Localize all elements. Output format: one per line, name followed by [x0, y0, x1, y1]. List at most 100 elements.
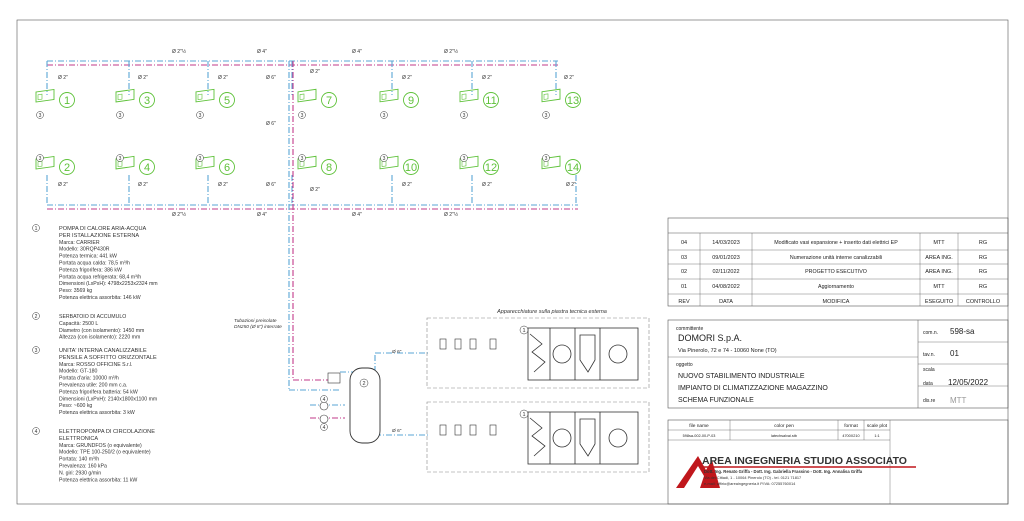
indoor-unit: 12 3 — [459, 154, 499, 175]
indoor-unit: 143 — [541, 154, 581, 175]
scale-header: scale plot — [867, 423, 888, 429]
plant-callout-4a: 4 — [323, 397, 326, 403]
unit-number-circle — [403, 92, 419, 108]
unit-callout-circle — [542, 154, 550, 162]
dia-label: Ø 2" — [58, 182, 68, 188]
heat-pump-area-1 — [426, 317, 650, 389]
rev-cell-rev: 04 — [681, 240, 687, 246]
dia-label: Ø 2" — [482, 75, 492, 81]
legend-number-circle — [32, 312, 40, 320]
pump-1 — [319, 401, 329, 411]
unit-number-circle — [483, 92, 499, 108]
plant-callout-1a: 1 — [522, 328, 525, 334]
dia-label: Ø 2"½ — [444, 211, 459, 218]
unit-callout: 3 — [383, 113, 386, 119]
legend-number-circle — [32, 427, 40, 435]
legend-line: Potenza termica: 441 kW — [59, 254, 117, 260]
unit-number: 8 — [326, 162, 332, 174]
legend-line: Dimensioni (LxPxH): 2140x1800x1100 mm — [59, 396, 157, 402]
unit-number-circle — [59, 92, 75, 108]
rev-cell-date: 04/08/2022 — [712, 284, 740, 290]
unit-number-circle — [321, 159, 337, 175]
unit-callout: 3 — [39, 113, 42, 119]
unit-number: 1 — [64, 95, 70, 107]
unit-number: 13 — [567, 95, 579, 107]
rev-cell-by: MTT — [933, 284, 945, 290]
unit-number-circle — [403, 159, 419, 175]
unit-number: 9 — [408, 95, 414, 107]
legend-number: 4 — [35, 429, 38, 435]
tav-value: 01 — [950, 349, 959, 358]
legend-line: Prevalenza utile: 200 mm c.a. — [59, 383, 127, 389]
rev-cell-check: RG — [979, 269, 987, 275]
unit-callout-circle — [116, 111, 124, 119]
legend-line: Peso: ~600 kg — [59, 403, 92, 409]
legend-line: ELETTRONICA — [59, 436, 98, 442]
legend-line: Potenza elettrica assorbita: 3 kW — [59, 410, 135, 416]
file-info-block: file name color pen format scale plot 59… — [667, 419, 1009, 505]
unit-number-circle — [565, 159, 581, 175]
sheet-border — [16, 19, 1009, 505]
legend-line: Diametro (con isolamento): 1450 mm — [59, 328, 144, 334]
unit-callout-circle — [542, 111, 550, 119]
dia-label: Ø 2"½ — [444, 48, 459, 55]
legend-line: Portata acqua refrigerata: 68,4 m³/h — [59, 274, 141, 280]
data-value: 12/05/2022 — [948, 378, 989, 387]
file-header: file name — [689, 423, 709, 429]
unit-number: 6 — [224, 162, 230, 174]
unit-callout: 3 — [545, 113, 548, 119]
legend-line: Portata d'aria: 10000 m³/h — [59, 376, 119, 382]
unit-number: 11 — [485, 95, 496, 107]
unit-callout-circle — [36, 111, 44, 119]
plant-callout-1b: 1 — [522, 412, 525, 418]
company-email: e-mail: uffirio@areaingegneria.it P.IVA:… — [704, 481, 796, 486]
legend-line: Modello: 30RQP430R — [59, 247, 110, 253]
unit-number: 12 — [485, 162, 497, 174]
committente-label: committente — [676, 326, 703, 332]
rev-header-desc: MODIFICA — [823, 299, 850, 305]
client-name: DOMORI S.p.A. — [678, 333, 742, 343]
unit-number-circle — [483, 159, 499, 175]
unit-callout: 3 — [39, 156, 42, 162]
company-partners: Dott. Ing. Renato Griffa - Dott. Ing. Ga… — [704, 469, 863, 474]
dia-label: Ø 4" — [352, 49, 362, 55]
legend-number-circle — [32, 346, 40, 354]
indoor-unit: 63 — [195, 154, 235, 175]
legend-line: Potenza elettrica assorbita: 146 kW — [59, 295, 141, 301]
plant-title: Apparecchiature sulla piastra tecnica es… — [496, 309, 607, 315]
oggetto-label: oggetto — [676, 362, 693, 368]
rev-cell-check: RG — [979, 255, 987, 261]
rev-cell-check: RG — [979, 284, 987, 290]
unit-callout: 3 — [463, 156, 466, 162]
pipe-note-line-2: DN250 (Ø 8") interrate — [234, 324, 282, 330]
piping-network — [46, 60, 578, 436]
pipe-note-line-1: Tubazioni preisolate — [234, 318, 277, 324]
dia-label: Ø 2" — [310, 187, 320, 193]
company-name: AREA INGEGNERIA STUDIO ASSOCIATO — [702, 455, 907, 467]
legend-line: UNITA' INTERNA CANALIZZABILE — [59, 348, 147, 354]
title-block: committente DOMORI S.p.A. Via Pinerolo, … — [667, 319, 1009, 409]
plant-diameter-bottom: Ø 6" — [392, 428, 402, 434]
format-value: 4700X210 — [842, 434, 859, 438]
dia-label: Ø 2"½ — [172, 211, 187, 218]
unit-callout: 3 — [199, 113, 202, 119]
unit-callout-circle — [298, 111, 306, 119]
indoor-unit: 83 — [297, 154, 337, 175]
legend-line: Marca: CARRIER — [59, 240, 100, 246]
unit-callout-circle — [460, 154, 468, 162]
legend-line: SERBATOIO DI ACCUMULO — [59, 314, 126, 320]
dia-label: Ø 2" — [564, 75, 574, 81]
legend-line: Portata: 140 m³/h — [59, 457, 99, 463]
unit-number-circle — [139, 92, 155, 108]
unit-callout-circle — [298, 154, 306, 162]
legend-number: 3 — [35, 348, 38, 354]
dia-label: Ø 2" — [566, 182, 576, 188]
rev-cell-desc: Aggiornamento — [818, 284, 854, 290]
legend-number: 2 — [35, 314, 38, 320]
pump-2 — [319, 414, 329, 424]
dia-label: Ø 2" — [402, 75, 412, 81]
unit-number-circle — [565, 92, 581, 108]
